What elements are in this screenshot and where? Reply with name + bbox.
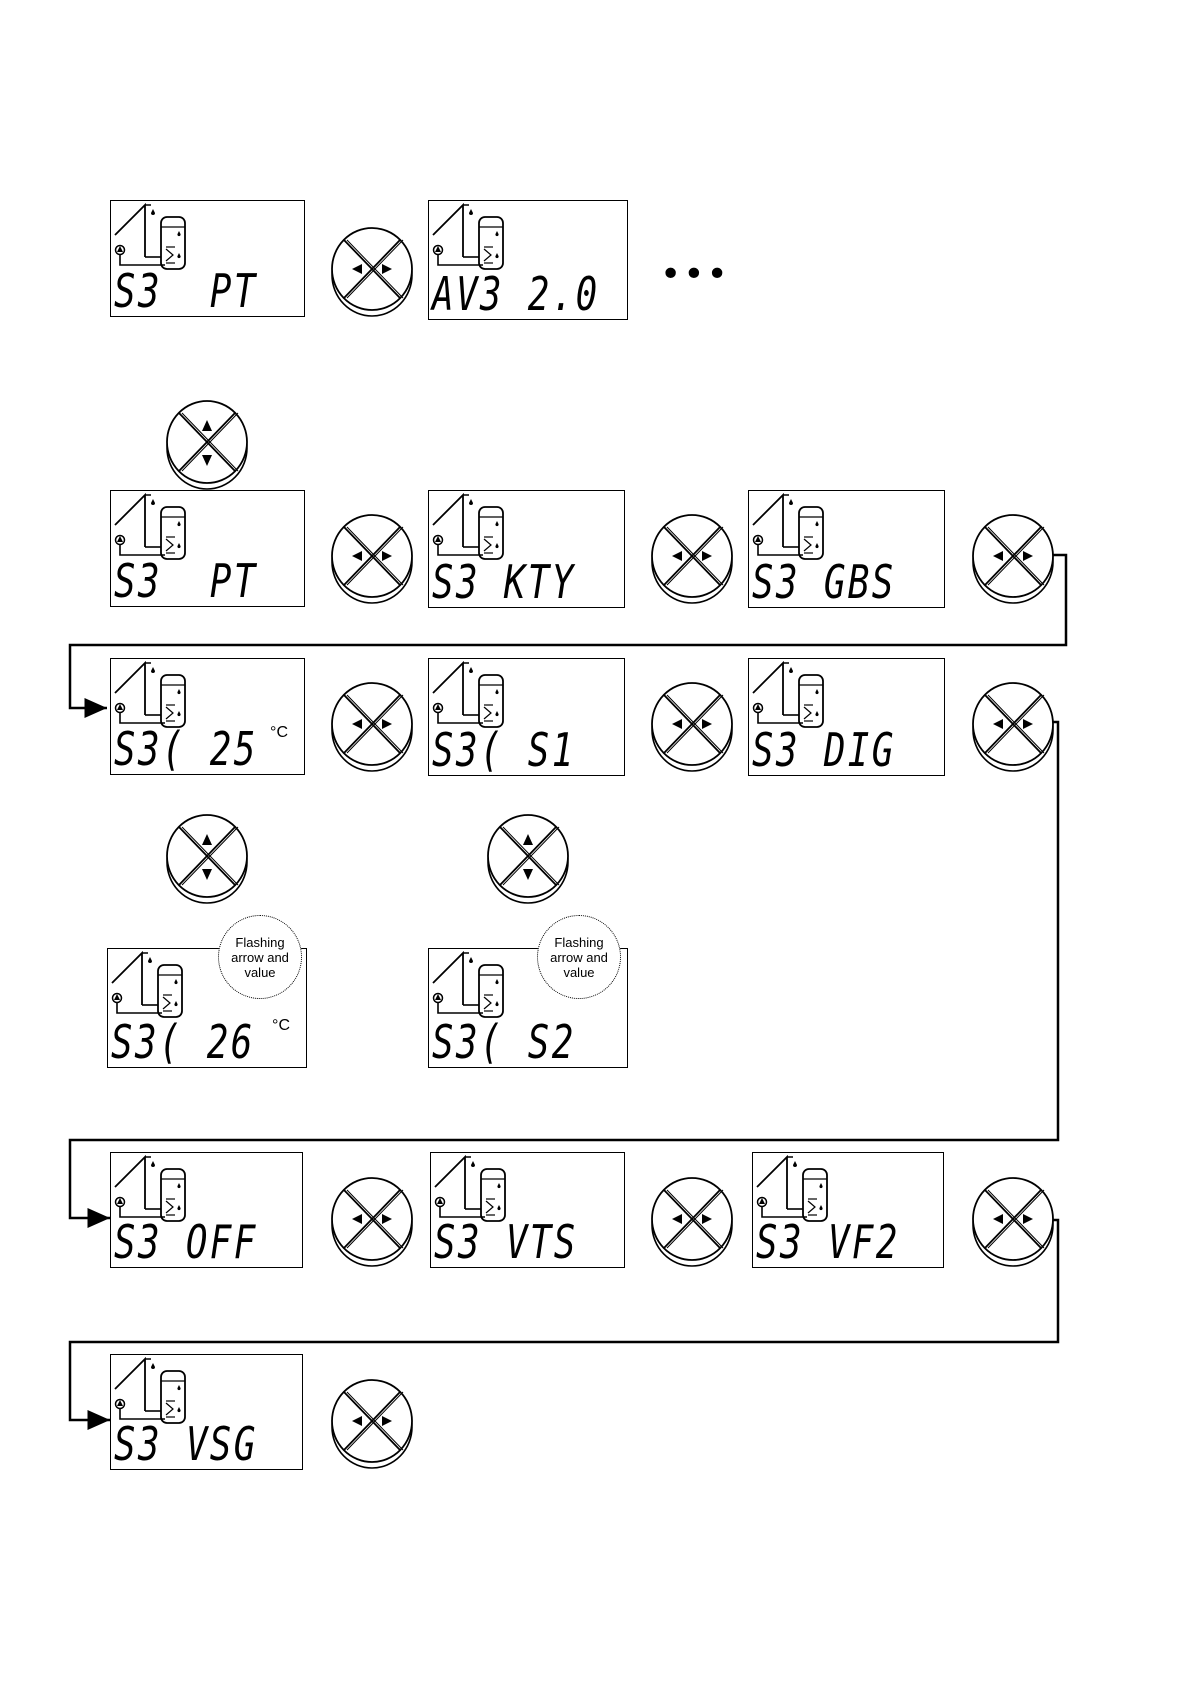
nav-pad-icon bbox=[328, 512, 420, 606]
solar-system-icon bbox=[113, 661, 193, 731]
nav-pad-icon bbox=[969, 680, 1061, 774]
nav-pad-icon bbox=[328, 680, 420, 774]
solar-system-icon bbox=[751, 661, 831, 731]
lcd-screen: S3 PT bbox=[110, 490, 305, 607]
nav-pad-left-right[interactable] bbox=[969, 680, 1061, 779]
unit-label: °C bbox=[272, 1017, 290, 1035]
nav-pad-icon bbox=[648, 512, 740, 606]
solar-system-icon bbox=[110, 951, 190, 1021]
lcd-readout: S3 VSG bbox=[114, 1421, 258, 1467]
nav-pad-icon bbox=[648, 680, 740, 774]
lcd-screen: S3 VTS bbox=[430, 1152, 625, 1268]
lcd-screen: S3 VSG bbox=[110, 1354, 303, 1470]
solar-system-icon bbox=[431, 951, 511, 1021]
nav-pad-icon bbox=[648, 1175, 740, 1269]
nav-pad-left-right[interactable] bbox=[328, 1377, 420, 1476]
lcd-readout: S3 GBS bbox=[752, 559, 896, 605]
lcd-screen: S3( S1 bbox=[428, 658, 625, 776]
nav-pad-icon bbox=[163, 398, 255, 492]
solar-system-icon bbox=[751, 493, 831, 563]
lcd-readout: S3 VTS bbox=[434, 1219, 578, 1265]
nav-pad-left-right[interactable] bbox=[648, 1175, 740, 1274]
lcd-readout: S3 OFF bbox=[114, 1219, 258, 1265]
lcd-screen: S3 DIG bbox=[748, 658, 945, 776]
nav-pad-left-right[interactable] bbox=[328, 225, 420, 324]
lcd-screen: AV3 2.0 bbox=[428, 200, 628, 320]
lcd-readout: S3 DIG bbox=[752, 727, 896, 773]
lcd-readout: S3 PT bbox=[114, 558, 258, 604]
lcd-readout: S3( S1 bbox=[432, 727, 576, 773]
nav-pad-left-right[interactable] bbox=[648, 680, 740, 779]
nav-pad-icon bbox=[163, 812, 255, 906]
lcd-readout: S3 PT bbox=[114, 268, 258, 314]
nav-pad-left-right[interactable] bbox=[969, 512, 1061, 611]
solar-system-icon bbox=[113, 493, 193, 563]
solar-system-icon bbox=[431, 203, 511, 273]
nav-pad-left-right[interactable] bbox=[648, 512, 740, 611]
nav-pad-icon bbox=[328, 1377, 420, 1471]
nav-pad-left-right[interactable] bbox=[328, 680, 420, 779]
lcd-readout: S3 VF2 bbox=[756, 1219, 900, 1265]
lcd-readout: S3( 25 bbox=[114, 726, 258, 772]
solar-system-icon bbox=[431, 493, 511, 563]
lcd-screen: S3 PT bbox=[110, 200, 305, 317]
solar-system-icon bbox=[431, 661, 511, 731]
nav-pad-icon bbox=[328, 1175, 420, 1269]
nav-pad-up-down[interactable] bbox=[484, 812, 576, 911]
flashing-callout: Flashing arrow and value bbox=[218, 915, 302, 999]
unit-label: °C bbox=[270, 724, 288, 742]
lcd-readout: S3( 26 bbox=[111, 1019, 255, 1065]
lcd-readout: AV3 2.0 bbox=[432, 271, 600, 317]
more-screens-ellipsis: ••• bbox=[660, 265, 730, 285]
nav-pad-up-down[interactable] bbox=[163, 398, 255, 497]
nav-pad-icon bbox=[969, 512, 1061, 606]
nav-pad-left-right[interactable] bbox=[328, 1175, 420, 1274]
lcd-screen: S3 OFF bbox=[110, 1152, 303, 1268]
nav-pad-up-down[interactable] bbox=[163, 812, 255, 911]
lcd-screen: S3 KTY bbox=[428, 490, 625, 608]
nav-pad-icon bbox=[969, 1175, 1061, 1269]
solar-system-icon bbox=[113, 203, 193, 273]
lcd-readout: S3 KTY bbox=[432, 559, 576, 605]
lcd-screen: S3 GBS bbox=[748, 490, 945, 608]
lcd-readout: S3( S2 bbox=[432, 1019, 576, 1065]
nav-pad-icon bbox=[484, 812, 576, 906]
lcd-screen: S3 VF2 bbox=[752, 1152, 944, 1268]
nav-pad-icon bbox=[328, 225, 420, 319]
flashing-callout: Flashing arrow and value bbox=[537, 915, 621, 999]
nav-pad-left-right[interactable] bbox=[969, 1175, 1061, 1274]
lcd-screen: S3( 25 °C bbox=[110, 658, 305, 775]
nav-pad-left-right[interactable] bbox=[328, 512, 420, 611]
